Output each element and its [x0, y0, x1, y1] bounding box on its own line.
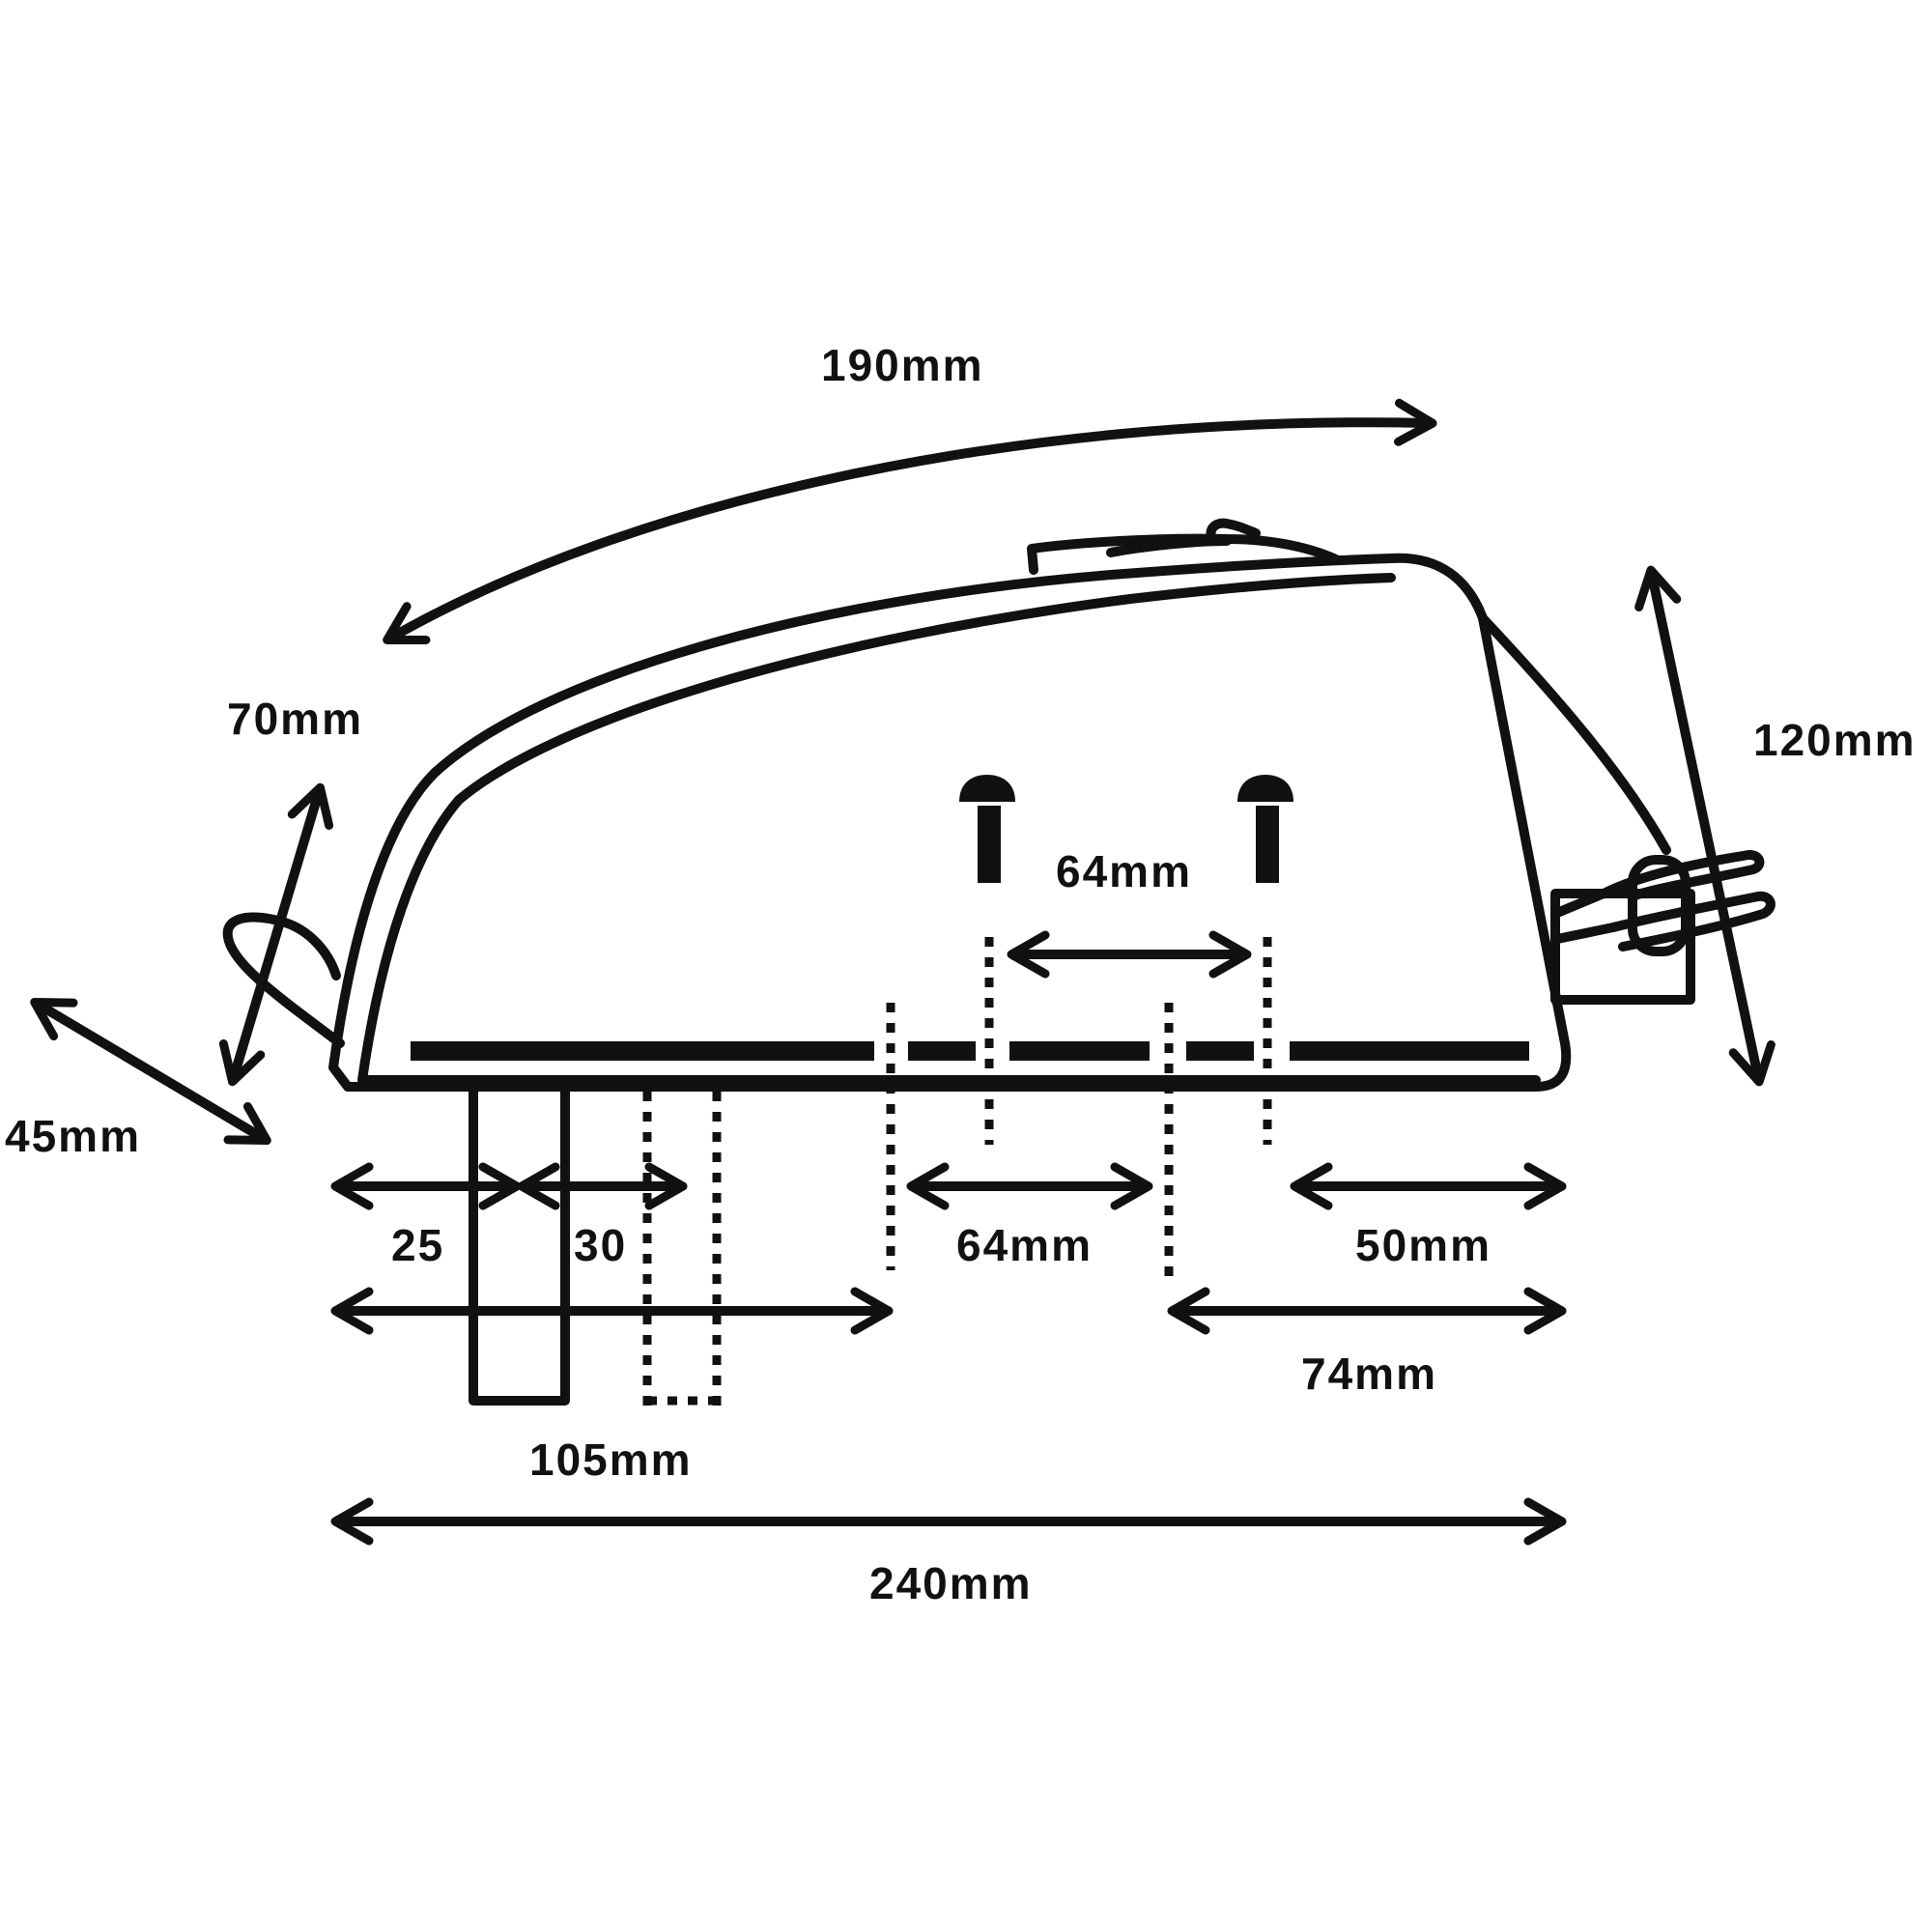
strap-tube — [469, 1082, 570, 1406]
dimension-arrows — [30, 398, 1776, 1546]
label-rear-span: 50mm — [1355, 1220, 1492, 1270]
bag-body — [222, 518, 1776, 1092]
label-top-length: 190mm — [821, 340, 984, 390]
label-front-width: 45mm — [5, 1111, 141, 1161]
label-front-span: 105mm — [529, 1435, 693, 1485]
label-mid-span: 64mm — [956, 1220, 1093, 1270]
label-overall-length: 240mm — [869, 1558, 1033, 1608]
bolt-left-icon — [959, 775, 1015, 883]
arrow-rear-height — [1634, 565, 1776, 1087]
bag-inner-outline — [357, 573, 1396, 1085]
arrow-top-length — [383, 398, 1437, 644]
reference-lines — [886, 937, 1272, 1285]
bolt-right-icon — [1237, 775, 1293, 883]
label-strap-offset: 25 — [391, 1220, 444, 1270]
label-rear-height: 120mm — [1753, 715, 1917, 765]
alt-strap-tube — [642, 1092, 722, 1406]
label-rear-long-span: 74mm — [1301, 1349, 1437, 1399]
dimension-labels: 190mm 70mm 45mm 120mm 64mm 25 30 64mm 50… — [5, 340, 1917, 1608]
arrow-front-width — [30, 997, 271, 1146]
label-strap-width: 30 — [574, 1220, 627, 1270]
bag-outer-outline — [328, 553, 1572, 1092]
label-bolt-spacing: 64mm — [1056, 846, 1192, 896]
label-front-height: 70mm — [227, 694, 363, 744]
